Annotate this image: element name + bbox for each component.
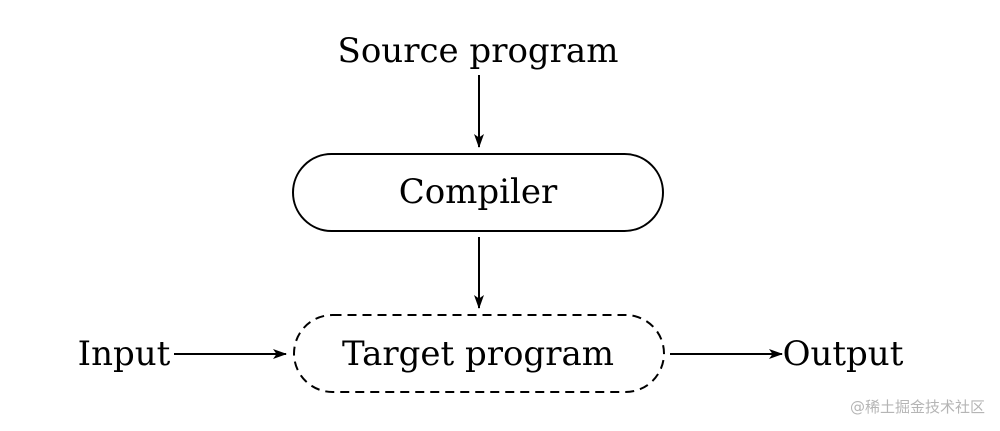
source-program-label: Source program (338, 31, 619, 71)
input-label: Input (78, 334, 171, 374)
compiler-label: Compiler (399, 172, 558, 212)
target-program-box (293, 314, 665, 393)
target-program-label: Target program (342, 334, 614, 374)
compiler-box (292, 153, 664, 232)
output-label: Output (783, 334, 904, 374)
watermark-text: @稀土掘金技术社区 (850, 398, 985, 416)
